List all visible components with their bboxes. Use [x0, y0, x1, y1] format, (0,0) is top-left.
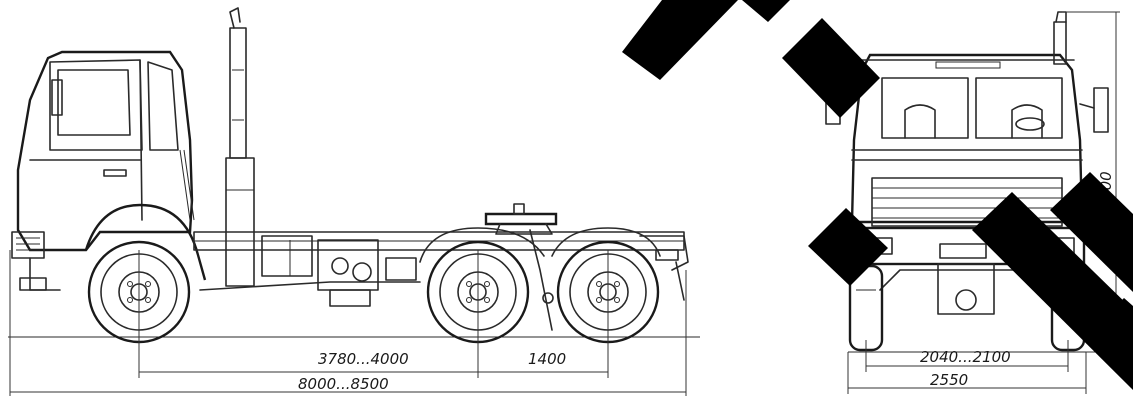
- watermark-stroke-4: [808, 208, 888, 286]
- axle-spacing-dimension-label: 1400: [528, 350, 566, 368]
- watermark: [622, 0, 1133, 390]
- watermark-stroke-6: [1092, 298, 1133, 360]
- width-dimension-label: 2550: [930, 371, 968, 389]
- watermark-stroke-5: [972, 192, 1133, 390]
- watermark-stroke-3: [782, 18, 880, 118]
- overall-length-dimension-label: 8000...8500: [298, 375, 389, 393]
- exhaust-stack: [225, 7, 255, 287]
- truck-side-view: 3780...4000 1400 8000...8500: [8, 7, 700, 396]
- track-dimension-label: 2040...2100: [920, 348, 1011, 366]
- watermark-stroke-7: [1050, 172, 1133, 292]
- watermark-stroke-1: [622, 0, 738, 80]
- rear-end: [639, 235, 689, 301]
- side-dimension-lines: [9, 250, 687, 396]
- wheelbase-dimension-label: 3780...4000: [318, 350, 409, 368]
- watermark-stroke-2: [742, 0, 790, 22]
- cab-side: [11, 50, 207, 291]
